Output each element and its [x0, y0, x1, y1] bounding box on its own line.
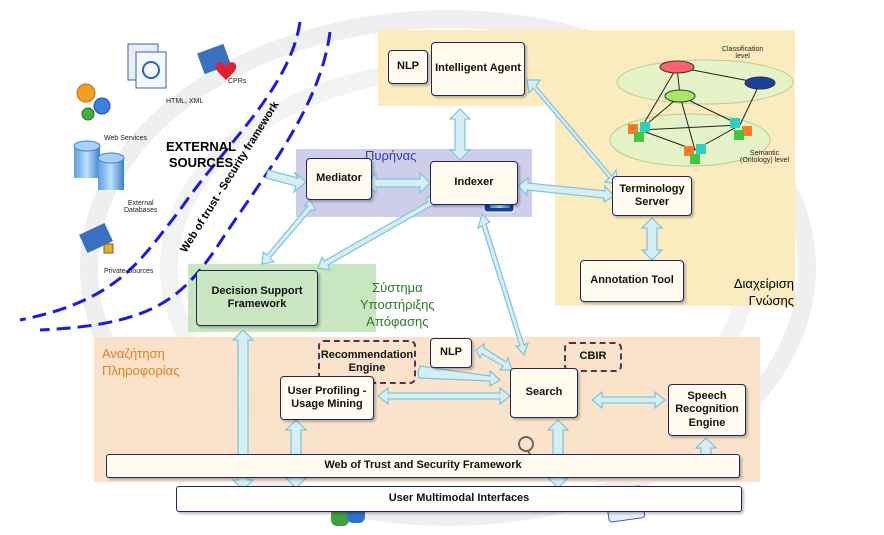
private-sources-label: Private Sources — [104, 268, 154, 275]
semantic-text-1: Semantic — [749, 150, 780, 157]
terminology-text-2: Server — [634, 196, 670, 208]
speech-text-1: Speech — [687, 390, 727, 403]
html-xml-label: HTML, XML — [166, 98, 204, 105]
red-node-icon — [659, 60, 695, 74]
external-title-1: EXTERNAL — [166, 139, 237, 154]
external-databases-label: External Databases — [124, 200, 157, 214]
classification-level-label: Classification level — [722, 46, 763, 60]
nlp-agent-box: NLP — [388, 50, 428, 84]
search-area-label: Αναζήτηση Πληροφορίας — [102, 346, 179, 380]
nlp-search-box: NLP — [430, 338, 472, 368]
dss-label-3: Απόφασης — [366, 313, 429, 329]
cube-cluster-icon — [628, 118, 752, 164]
web-services-label: Web Services — [104, 135, 148, 142]
classification-text-1: Classification — [722, 46, 764, 53]
user-profiling-text-2: Usage Mining — [291, 398, 363, 410]
search-area-label-2: Πληροφορίας — [102, 362, 180, 378]
semantic-level-label: Semantic (Ontology) level — [740, 150, 789, 164]
dss-text-1: Decision Support — [211, 284, 303, 297]
speech-recognition-box: Speech Recognition Engine — [668, 384, 746, 436]
speech-text-3: Engine — [688, 416, 726, 429]
search-box: Search — [510, 368, 578, 418]
user-profiling-box: User Profiling - Usage Mining — [280, 376, 374, 420]
classification-ellipse — [616, 59, 794, 105]
trust-boundary-curve — [39, 31, 332, 332]
external-db-1: External — [127, 200, 154, 207]
gears-icon — [76, 83, 111, 121]
external-title-2: SOURCES — [168, 154, 234, 170]
private-folder-icon — [79, 223, 114, 254]
indexer-box: Indexer — [430, 161, 518, 205]
document-icon — [127, 43, 167, 89]
knowledge-management-label: Διαχείριση Γνώσης — [718, 276, 794, 310]
semantic-text-2: (Ontology) level — [740, 157, 790, 164]
web-of-trust-bar: Web of Trust and Security Framework — [106, 454, 740, 478]
database-icon — [73, 140, 125, 190]
decision-support-box: Decision Support Framework — [196, 270, 318, 326]
user-profiling-text-1: User Profiling - — [287, 384, 367, 397]
external-sources-title: EXTERNAL SOURCES — [166, 139, 236, 170]
core-label: Πυρήνας — [365, 148, 417, 163]
recommendation-text-2: Engine — [348, 362, 386, 374]
knowledge-text-1: Διαχείριση — [733, 276, 794, 291]
knowledge-text-2: Γνώσης — [748, 292, 794, 308]
green-node-icon — [664, 89, 696, 103]
mediator-box: Mediator — [306, 158, 372, 200]
annotation-tool-box: Annotation Tool — [580, 260, 684, 302]
user-multimodal-interfaces-bar: User Multimodal Interfaces — [176, 486, 742, 512]
intelligent-agent-box: Intelligent Agent — [431, 42, 525, 96]
trust-boundary-curve — [19, 21, 302, 322]
speech-text-2: Recognition — [675, 403, 739, 416]
blue-node-icon — [744, 76, 776, 90]
cprs-label: CPRs — [228, 78, 247, 85]
search-area-label-1: Αναζήτηση — [102, 346, 165, 361]
recommendation-text-1: Recommendation — [320, 348, 414, 361]
terminology-server-box: Terminology Server — [612, 176, 692, 216]
cbir-box: CBIR — [564, 342, 622, 372]
classification-text-2: level — [735, 53, 750, 60]
folder-heart-icon — [197, 43, 237, 80]
external-db-2: Databases — [124, 207, 158, 214]
dss-text-2: Framework — [227, 298, 287, 310]
terminology-text-1: Terminology — [619, 182, 685, 195]
dss-label-2: Υποστήριξης — [360, 296, 435, 312]
dss-label: Σύστημα Υποστήριξης Απόφασης — [360, 280, 435, 331]
dss-label-1: Σύστημα — [372, 280, 423, 295]
